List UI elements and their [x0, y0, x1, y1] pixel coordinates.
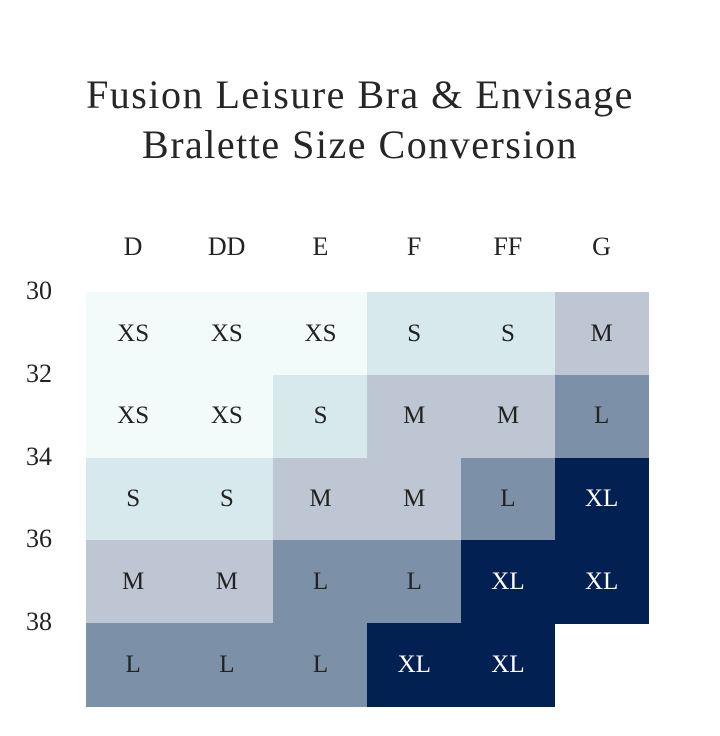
title-line-1: Fusion Leisure Bra & Envisage	[86, 72, 634, 117]
size-cell: XL	[554, 540, 649, 624]
row-header-34: 34	[26, 441, 52, 471]
size-cell: XS	[179, 374, 274, 459]
size-cell: XS	[179, 292, 274, 376]
size-cell: L	[273, 540, 368, 624]
size-cell: L	[179, 623, 274, 707]
column-header-D: D	[123, 232, 143, 261]
size-cell: XL	[460, 540, 556, 624]
size-cell: XS	[273, 292, 368, 376]
size-cell: S	[367, 292, 462, 376]
column-header-DD: DD	[207, 232, 246, 261]
size-cell: M	[273, 457, 368, 541]
size-cell: L	[86, 623, 181, 707]
size-cell: L	[367, 540, 462, 624]
size-cell: L	[273, 623, 368, 707]
row-header-30: 30	[26, 276, 52, 305]
size-cell: M	[86, 540, 181, 624]
column-header-E: E	[312, 232, 329, 261]
size-cell: XL	[554, 457, 649, 541]
row-header-36: 36	[26, 524, 52, 554]
title-line-2: Bralette Size Conversion	[142, 122, 578, 167]
size-cell: M	[554, 292, 649, 376]
size-cell: S	[179, 457, 274, 541]
size-cell: XS	[86, 374, 181, 459]
size-cell: S	[86, 457, 181, 541]
size-cell: XL	[460, 623, 556, 707]
column-header-FF: FF	[493, 232, 523, 261]
column-header-G: G	[592, 232, 611, 261]
size-cell: M	[179, 540, 274, 624]
size-cell: XL	[367, 623, 462, 707]
size-cell: L	[554, 374, 649, 459]
row-header-32: 32	[26, 358, 52, 388]
size-cell: S	[273, 374, 368, 459]
size-cell: M	[460, 374, 556, 459]
size-cell: L	[460, 457, 556, 541]
row-header-38: 38	[26, 607, 52, 637]
size-cell: M	[367, 374, 462, 459]
column-header-F: F	[406, 232, 422, 261]
size-cell: M	[367, 457, 462, 541]
size-cell: S	[460, 292, 556, 376]
size-cell: XS	[86, 292, 181, 376]
chart-title: Fusion Leisure Bra & Envisage Bralette S…	[0, 70, 720, 170]
